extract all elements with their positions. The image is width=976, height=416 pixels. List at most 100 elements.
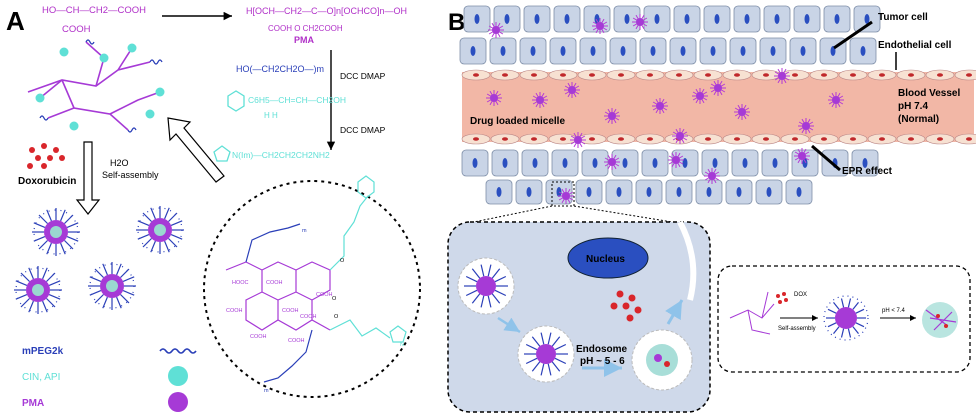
micelle-particle [794, 148, 810, 164]
micelle-particle [488, 22, 504, 38]
tumor-cell [699, 37, 727, 65]
micelle [14, 266, 62, 314]
structure-labels: HOOC COOH COOH COOH COOH COOH COOH COOH … [226, 228, 404, 394]
doxorubicin-label: Doxorubicin [18, 176, 76, 187]
micelle-particle [604, 108, 620, 124]
endothelial-cell [722, 69, 752, 81]
endosome-ph-label: pH ~ 5 - 6 [580, 356, 625, 367]
tumor-cell [729, 37, 757, 65]
blood-vessel-label: Blood Vessel [898, 88, 960, 99]
micelle-particle [652, 98, 668, 114]
tumor-cell [641, 149, 669, 177]
micelle-particle [604, 154, 620, 170]
tumor-cell [609, 37, 637, 65]
tumor-cell-label: Tumor cell [878, 12, 928, 23]
ph-blood-label: pH 7.4 [898, 101, 928, 112]
cooh-label: COOH [282, 308, 299, 314]
cin-formula: C6H5—CH=CH—CH2OH [248, 95, 346, 105]
tumor-cell [639, 37, 667, 65]
endothelial-cell [722, 133, 752, 145]
legend-pma-label: PMA [22, 398, 44, 409]
tumor-cell [849, 37, 877, 65]
cooh-label: COOH [250, 334, 267, 340]
endocytosis-arrow [497, 316, 521, 334]
tumor-cell [519, 37, 547, 65]
micelle-particle [692, 88, 708, 104]
internal-micelle-1 [457, 257, 515, 315]
endothelial-cell [664, 69, 694, 81]
micelle-particle [532, 92, 548, 108]
cooh-label: COOH [226, 308, 243, 314]
micelle-particle [828, 92, 844, 108]
tumor-cell [549, 37, 577, 65]
polymer-peg-chains [39, 39, 163, 133]
peg-formula: HO(—CH2CH2O—)m [236, 64, 324, 74]
panel-b-label: B [448, 9, 465, 36]
inset-ph-label: pH < 7.4 [882, 308, 906, 314]
exit-arrow [665, 299, 684, 325]
tumor-cell [763, 5, 791, 33]
endothelial-cells-top [461, 69, 976, 81]
tumor-cell [789, 37, 817, 65]
zoom-line-right [573, 205, 673, 223]
endothelial-cell [780, 133, 810, 145]
micelle-particle [710, 80, 726, 96]
tumor-cell [579, 37, 607, 65]
epr-pointer [811, 144, 841, 172]
reactant-cooh: COOH [62, 24, 91, 35]
endothelial-cell [896, 69, 926, 81]
tumor-cell [611, 149, 639, 177]
tumor-cell [461, 149, 489, 177]
tumor-cell [759, 37, 787, 65]
tumor-cell [489, 37, 517, 65]
micelle [32, 208, 80, 256]
endothelial-cell [809, 69, 839, 81]
endosome-label: Endosome [576, 344, 628, 355]
endothelial-cell [519, 69, 549, 81]
micelle-particle [672, 128, 688, 144]
membrane-curve [677, 220, 697, 301]
tumor-cell [553, 5, 581, 33]
tumor-cell [761, 149, 789, 177]
tumor-cell [733, 5, 761, 33]
inset-dox-label: DOX [794, 292, 807, 298]
inset-assembly-label: Self-assembly [778, 326, 816, 332]
tumor-cell [575, 179, 603, 205]
nucleus-label: Nucleus [586, 254, 625, 265]
tumor-cell [823, 5, 851, 33]
assembly-arrow [75, 141, 101, 215]
drug-micelles [486, 14, 844, 204]
micelle-particle [798, 118, 814, 134]
endothelial-cell [635, 69, 665, 81]
epr-label: EPR effect [842, 166, 893, 177]
micelle-particle [774, 68, 790, 84]
inset-micelle [823, 295, 869, 341]
m-label: m [302, 228, 307, 234]
cin-h: H H [264, 111, 278, 120]
o-label: O [334, 314, 339, 320]
zoom-line-left [473, 205, 553, 223]
endothelial-cell [867, 133, 897, 145]
endothelial-cell [577, 69, 607, 81]
micelle-particle [558, 188, 574, 204]
released-dox [610, 290, 642, 322]
tumor-cell [785, 179, 813, 205]
micelles [14, 206, 184, 314]
m-label: m [264, 388, 269, 394]
tumor-cell [521, 149, 549, 177]
tumor-cell [755, 179, 783, 205]
reverse-arrow [167, 117, 225, 183]
assembly-water: H2O [110, 158, 129, 168]
endothelial-cell [635, 133, 665, 145]
endothelial-cell [461, 69, 491, 81]
panel-a: A HO—CH—CH2—COOH COOH H[OCH—CH2—C—O]n[OC… [6, 5, 421, 412]
tumor-cell [695, 179, 723, 205]
tumor-cell [523, 5, 551, 33]
endothelial-cell [896, 133, 926, 145]
tumor-cell [493, 5, 521, 33]
inset-disassembled [922, 302, 958, 338]
legend-peg-swatch [159, 348, 197, 354]
inset-polymer [729, 291, 775, 335]
internal-micelle-2 [517, 325, 575, 383]
